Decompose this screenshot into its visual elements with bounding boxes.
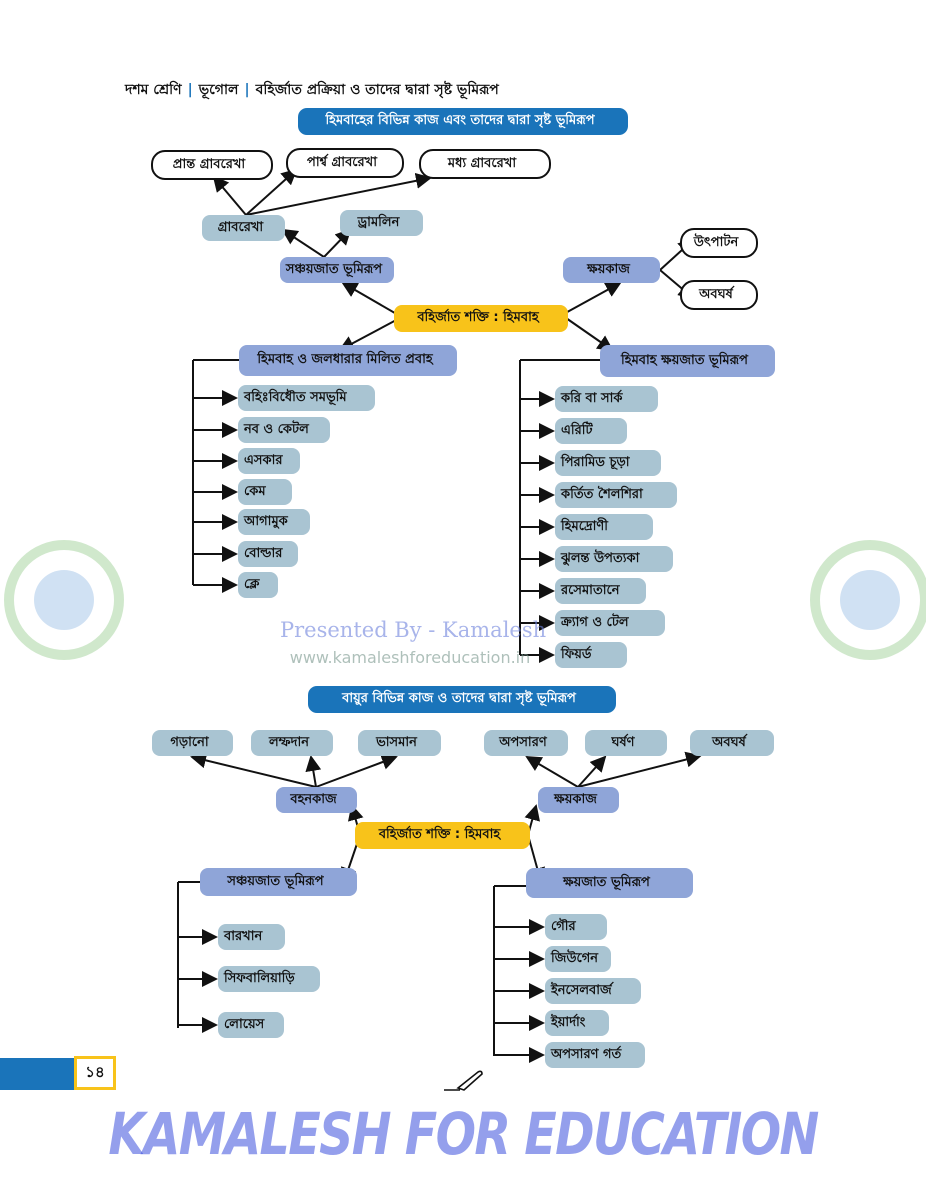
node-lateral-moraine: পার্শ্ব গ্রাবরেখা [286,148,404,178]
right-logo [810,540,926,660]
header-chapter: বহির্জাত প্রক্রিয়া ও তাদের দ্বারা সৃষ্ট… [255,82,499,98]
header-separator: | [244,82,250,98]
list-item: পিরামিড চূড়া [555,450,661,476]
list-item: এরিটি [555,418,627,444]
list-item: ফিয়র্ড [555,642,627,668]
node-plucking: উৎপাটন [680,228,758,258]
arrow [565,317,614,352]
wind-section-title: বায়ুর বিভিন্ন কাজ ও তাদের দ্বারা সৃষ্ট … [308,686,616,713]
list-item: ইনসেলবার্জ [545,978,641,1004]
arrow [305,755,322,788]
page-number: ১৪ [74,1056,116,1090]
list-item: অপসারণ গর্ত [545,1042,645,1068]
list-item: ক্র্যাগ ও টেল [555,610,665,636]
list-item: ক্লে [238,572,278,598]
arrow [338,317,401,351]
left-logo [4,540,124,660]
node-wind-erosion: ক্ষয়কাজ [538,787,619,813]
list-item: গৌর [545,914,607,940]
list-item: লোয়েস [218,1012,284,1038]
arrow [577,755,607,788]
list-item: বোল্ডার [238,541,298,567]
node-abrasion-wind: অবঘর্ষ [690,730,774,756]
list-item: কর্তিত শৈলশিরা [555,482,677,508]
node-terminal-moraine: প্রান্ত গ্রাবরেখা [151,150,273,180]
node-wind-depositional: সঞ্চয়জাত ভূমিরূপ [200,868,357,896]
node-transport: বহনকাজ [276,787,357,813]
node-glacial-erosional: হিমবাহ ক্ষয়জাত ভূমিরূপ [600,345,775,377]
arrow [525,755,579,788]
list-item: নব ও কেটল [238,417,330,443]
node-saltation: লম্ফদান [251,730,333,756]
arrow [559,282,622,317]
node-wind-erosional: ক্ষয়জাত ভূমিরূপ [526,868,693,898]
header-class: দশম শ্রেণি [125,82,182,98]
list-item: জিউগেন [545,946,611,972]
arrow [315,754,398,788]
list-item: আগামুক [238,509,310,535]
list-item: সিফবালিয়াড়ি [218,966,320,992]
list-item: ঝুলন্ত উপত্যকা [555,546,673,572]
node-abrasion: অবঘর্ষ [680,280,758,310]
arrow [281,228,325,258]
header-separator: | [187,82,193,98]
list-item: হিমদ্রোণী [555,514,653,540]
list-item: রসেমাতানে [555,578,646,604]
arrow [245,168,298,216]
glacier-section-title: হিমবাহের বিভিন্ন কাজ এবং তাদের দ্বারা সৃ… [298,108,628,135]
list-item: এসকার [238,448,300,474]
arrow [190,752,317,788]
node-drumlin: ড্রামলিন [340,210,423,236]
node-center-wind: বহির্জাত শক্তি : হিমবাহ [355,822,530,849]
page-header: দশম শ্রেণি | ভূগোল | বহির্জাত প্রক্রিয়া ও ত… [125,78,499,102]
arrow [341,281,401,317]
list-item: ইয়ার্দাং [545,1010,609,1036]
arrow [245,172,432,216]
node-center-glacier: বহির্জাত শক্তি : হিমবাহ [394,305,568,332]
node-moraine: গ্রাবরেখা [202,215,285,241]
arrow [577,751,702,788]
header-subject: ভূগোল [198,82,239,98]
node-erosion: ক্ষয়কাজ [563,257,660,283]
node-attrition: ঘর্ষণ [585,730,667,756]
node-deflation: অপসারণ [484,730,568,756]
arrow [212,175,247,216]
list-item: করি বা সার্ক [555,386,658,412]
list-item: বারখান [218,924,285,950]
list-item: বহিঃবিধৌত সমভূমি [238,385,375,411]
list-item: কেম [238,479,292,505]
node-rolling: গড়ানো [152,730,233,756]
node-suspension: ভাসমান [358,730,441,756]
pen-icon [444,1070,483,1091]
node-medial-moraine: মধ্য গ্রাবরেখা [419,149,551,179]
node-fluvio-glacial: হিমবাহ ও জলধারার মিলিত প্রবাহ [239,345,457,376]
page-number-bar [0,1058,78,1090]
node-depositional: সঞ্চয়জাত ভূমিরূপ [280,257,394,283]
